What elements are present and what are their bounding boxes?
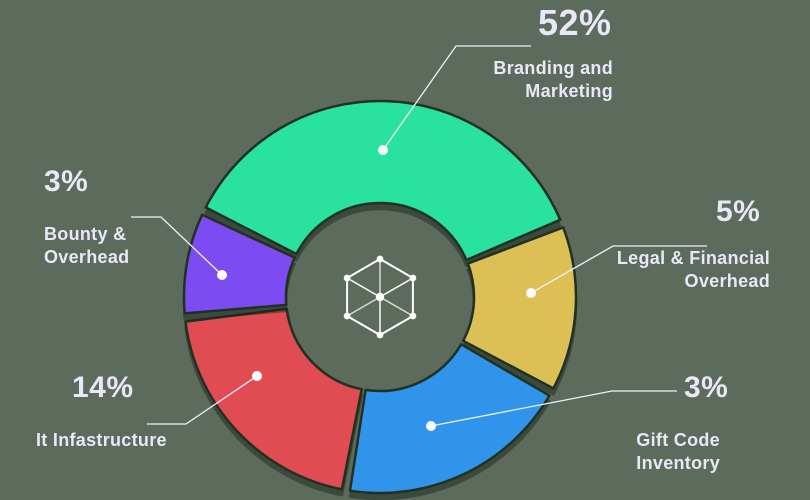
donut-slice-gift-code-inventory xyxy=(348,343,551,495)
callout-line xyxy=(382,45,531,151)
donut-slice-it-infastructure xyxy=(184,307,363,491)
callout-dot xyxy=(426,421,436,431)
callout-layer xyxy=(131,45,707,431)
callout-line xyxy=(131,216,223,276)
callout-line xyxy=(430,390,677,427)
hexagon-nodes xyxy=(343,255,417,339)
callout-dot xyxy=(526,288,536,298)
network-hexagon-icon xyxy=(343,255,417,339)
donut-slice-bounty-overhead xyxy=(182,213,296,315)
donut-slice-branding-and-marketing xyxy=(204,99,562,262)
callout-dot xyxy=(217,270,227,280)
donut-slices xyxy=(182,99,578,495)
callout-line xyxy=(147,375,258,425)
callout-dot xyxy=(252,371,262,381)
hexagon-spokes xyxy=(346,258,414,336)
callout-dot xyxy=(378,145,388,155)
callout-line xyxy=(530,245,707,294)
donut-slice-legal-financial-overhead xyxy=(461,226,578,390)
